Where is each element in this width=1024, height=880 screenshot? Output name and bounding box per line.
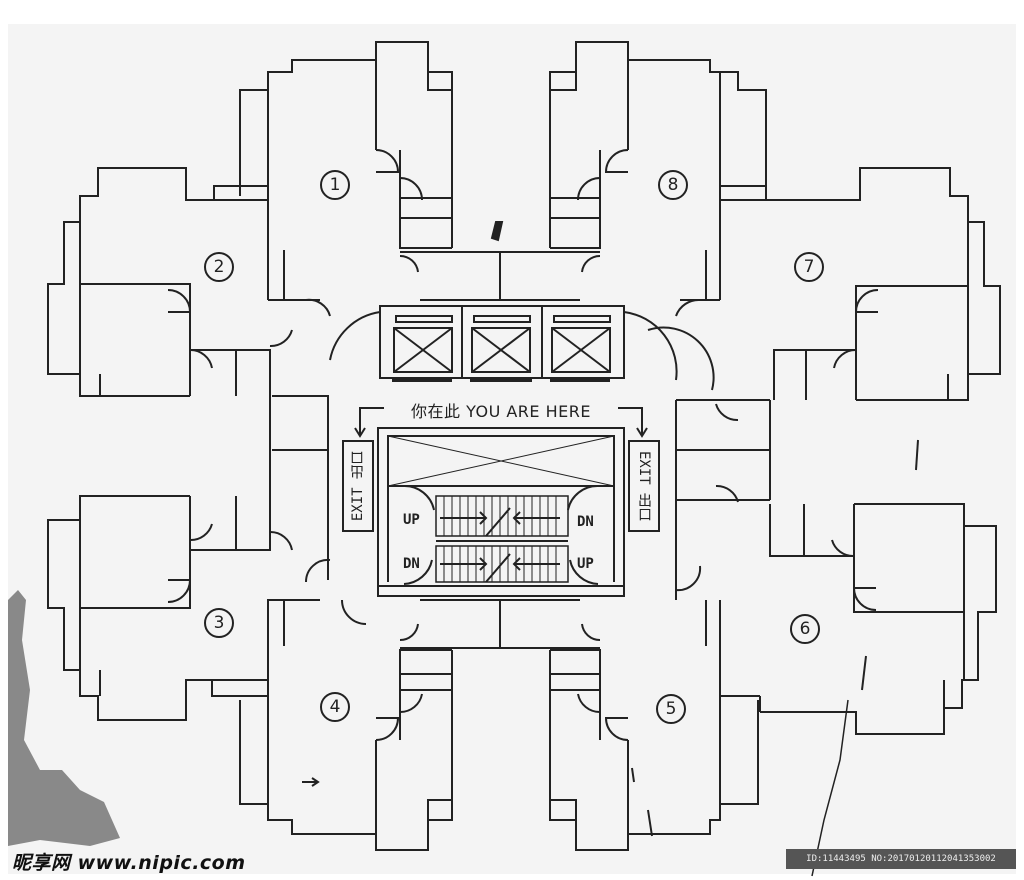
- unit-4-outline: [239, 600, 453, 851]
- elevator-bank: [329, 305, 715, 391]
- unit-1-outline: [239, 41, 453, 301]
- exit-sign-right: EXIT 出口: [628, 440, 660, 532]
- unit-7-outline: [675, 167, 1001, 401]
- site-watermark: 昵享网 www.nipic.com: [12, 852, 246, 874]
- exit-sign-left: EXIT 出口: [342, 440, 374, 532]
- unit-5-outline: [549, 600, 759, 851]
- unit-2-number: 2: [204, 252, 234, 282]
- left-lobby-walls: [272, 298, 367, 625]
- image-id-bar: ID:11443495 NO:20170120112041353002: [786, 849, 1016, 869]
- lower-corridor: [400, 599, 600, 649]
- unit-1-number: 1: [320, 170, 350, 200]
- unit-3-number: 3: [204, 608, 234, 638]
- smudge-mark: [8, 590, 120, 846]
- unit-4-number: 4: [320, 692, 350, 722]
- unit-7-number: 7: [794, 252, 824, 282]
- unit-8-number: 8: [658, 170, 688, 200]
- unit-6-outline: [719, 400, 997, 735]
- stair-right-down-label: DN: [577, 514, 594, 530]
- unit-2-outline: [47, 167, 293, 397]
- upper-corridor: [400, 251, 600, 301]
- stair-left-down-label: DN: [403, 556, 420, 572]
- you-are-here-pointer: [354, 407, 648, 438]
- exit-left-text: EXIT 出口: [350, 450, 366, 522]
- unit-8-outline: [490, 41, 767, 301]
- outer-pencil-line: [811, 699, 849, 877]
- unit-5-number: 5: [656, 694, 686, 724]
- stair-left-up-label: UP: [403, 512, 420, 528]
- stair-right-up-label: UP: [577, 556, 594, 572]
- right-lobby-walls: [675, 399, 770, 600]
- exit-right-text: EXIT 出口: [636, 450, 652, 522]
- unit-3-outline: [47, 396, 320, 721]
- stair-core: [377, 427, 625, 597]
- paper-sheet: [8, 24, 1016, 874]
- you-are-here-label: 你在此 YOU ARE HERE: [388, 398, 614, 422]
- unit-6-number: 6: [790, 614, 820, 644]
